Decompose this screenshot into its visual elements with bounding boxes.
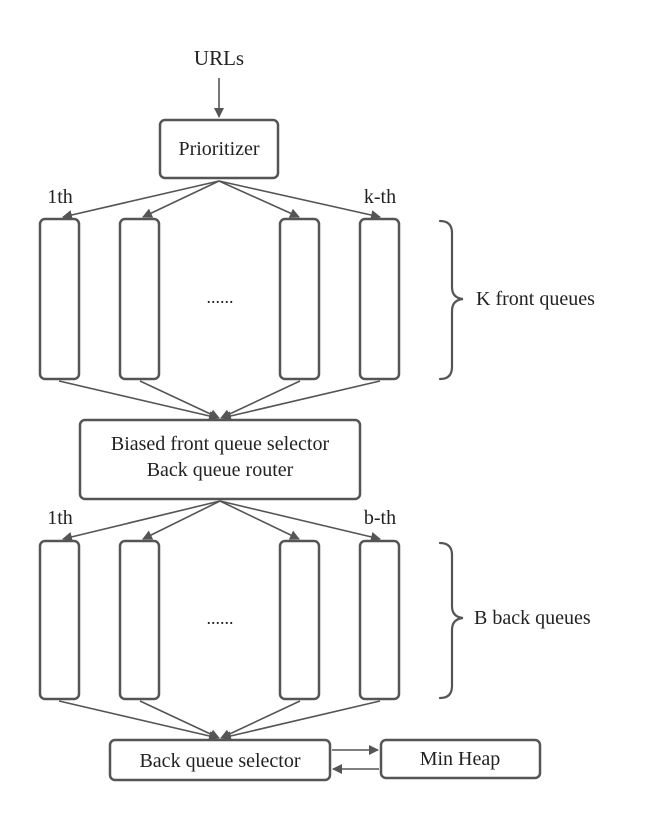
front-queue-k [358, 217, 401, 381]
edge-back-b-selector [221, 700, 381, 741]
front-queue-2 [118, 217, 161, 381]
router-label: Back queue router [147, 459, 294, 481]
front-queues-group-label: K front queues [476, 288, 595, 310]
min-heap-label: Min Heap [420, 748, 501, 770]
edge-router-back-3 [219, 500, 300, 540]
selector-label: Biased front queue selector [111, 433, 330, 455]
edge-front-1-selector [58, 380, 219, 421]
edge-prioritizer-front-1 [62, 180, 220, 220]
edge-router-back-1 [62, 500, 221, 542]
back-queue-selector-label: Back queue selector [139, 750, 300, 772]
back-queue-first-label: 1th [47, 507, 73, 529]
front-queue-last-label: k-th [364, 186, 396, 208]
edge-router-back-2 [142, 500, 221, 540]
prioritizer-box [158, 118, 280, 180]
edge-front-3-selector [220, 380, 301, 419]
edge-back-3-selector [220, 700, 301, 739]
edge-prioritizer-front-k [218, 180, 381, 220]
back-queue-last-label: b-th [364, 507, 396, 529]
front-queue-ellipsis: ...... [207, 287, 234, 307]
edge-back-1-selector [58, 700, 219, 741]
edge-front-k-selector [221, 380, 381, 421]
back-queue-selector-box [108, 738, 332, 782]
edge-front-2-selector [139, 380, 220, 419]
back-queue-1 [38, 539, 81, 701]
edge-prioritizer-front-2 [142, 180, 220, 218]
edge-router-back-b [219, 500, 381, 542]
back-queues-brace [438, 541, 464, 700]
edge-prioritizer-front-3 [218, 180, 300, 218]
front-queue-first-label: 1th [47, 186, 73, 208]
edge-back-2-selector [139, 700, 220, 739]
min-heap-box [379, 738, 542, 780]
back-queue-2 [118, 539, 161, 701]
urls-label: URLs [194, 46, 244, 70]
back-queue-b [358, 539, 401, 701]
front-queue-1 [38, 217, 81, 381]
back-queue-3 [278, 539, 321, 701]
prioritizer-label: Prioritizer [178, 138, 259, 160]
front-queue-3 [278, 217, 321, 381]
selector-router-box [78, 418, 362, 501]
back-queues-group-label: B back queues [474, 607, 591, 629]
front-queues-brace [438, 219, 464, 381]
back-queue-ellipsis: ...... [207, 608, 234, 628]
